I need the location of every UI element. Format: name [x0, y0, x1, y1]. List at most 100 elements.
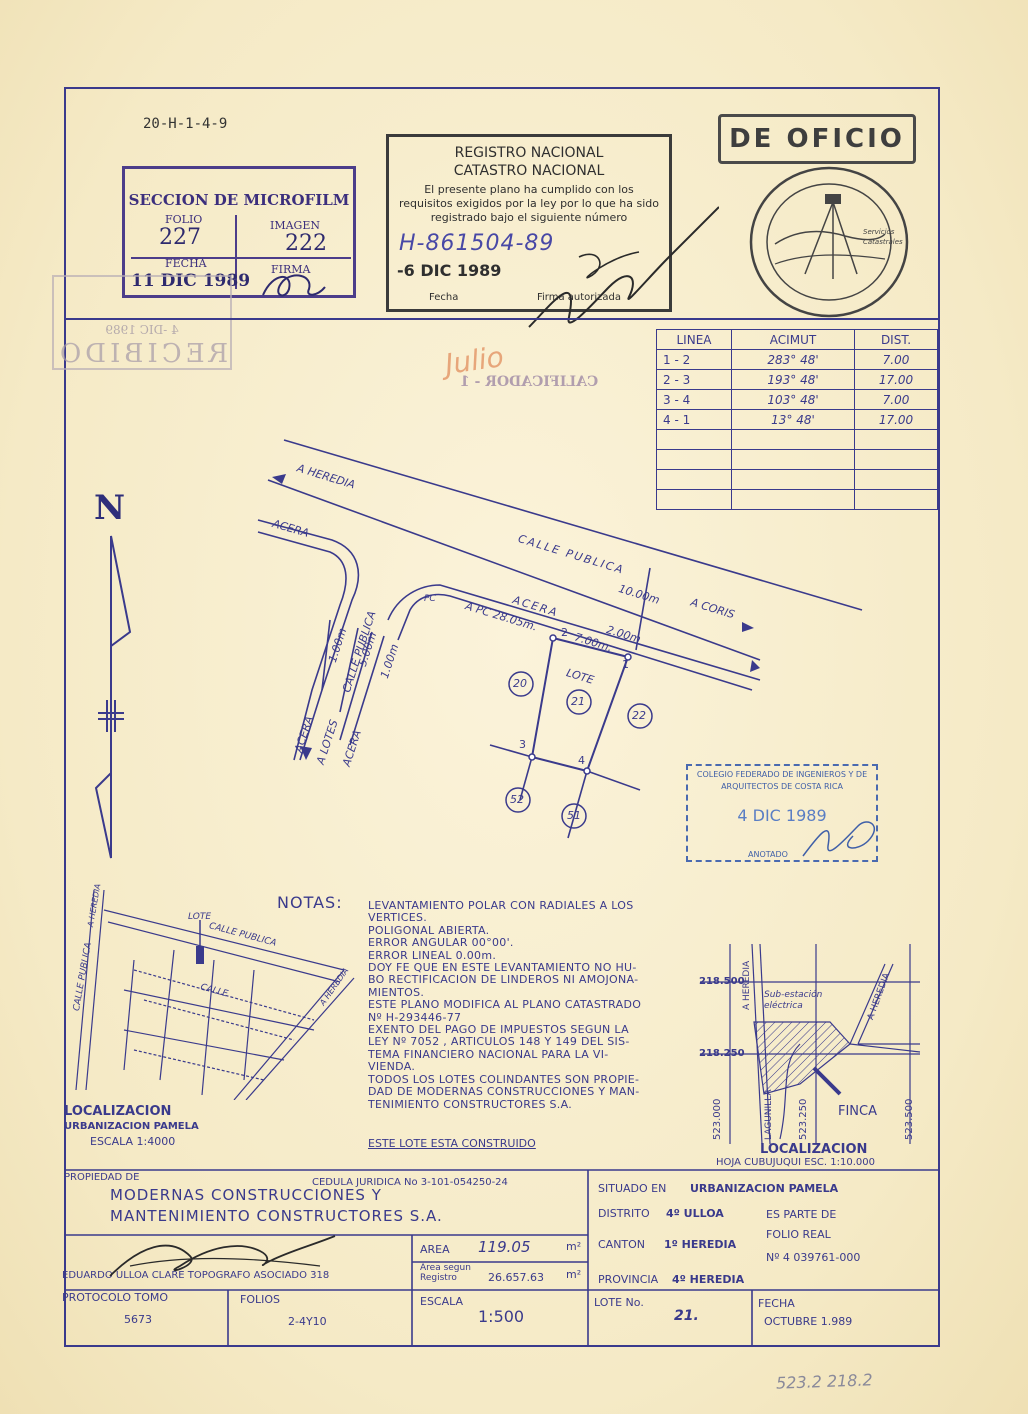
registro-stamp: REGISTRO NACIONAL CATASTRO NACIONAL El p…: [386, 134, 719, 328]
microfilm-stamp: SECCION DE MICROFILM FOLIO 227 IMAGEN 22…: [122, 166, 356, 298]
lot-circle-21: [566, 689, 592, 715]
colegio-line2: ARQUITECTOS DE COSTA RICA: [721, 782, 843, 791]
surveyor-signature: [109, 1235, 336, 1277]
tb-owner-1: MODERNAS CONSTRUCCIONES Y: [110, 1186, 382, 1204]
bearing-table: LINEA ACIMUT DIST. 1 - 2 283° 48' 7.00 2…: [656, 329, 938, 510]
tb-owner-2: MANTENIMIENTO CONSTRUCTORES S.A.: [110, 1207, 443, 1225]
registro-firma-label: Firma autorizada: [537, 292, 622, 303]
tb-canton-label: CANTON: [598, 1238, 646, 1251]
nota-line: TODOS LOS LOTES COLINDANTES SON PROPIE-: [368, 1072, 640, 1086]
row-dist: 17.00: [854, 369, 938, 390]
location-map-right: [700, 944, 921, 1144]
lot-number-51: 51: [567, 809, 581, 822]
lot-number-52: 52: [510, 793, 524, 806]
nota-line: ERROR LINEAL 0.00m.: [368, 948, 497, 962]
plan-frame: [64, 87, 940, 1347]
header-dist: DIST.: [854, 329, 938, 350]
microfilm-imagen-label: IMAGEN: [270, 219, 320, 232]
tb-area: 119.05: [478, 1238, 531, 1256]
loc-right-finca: FINCA: [838, 1104, 878, 1119]
table-row: 4 - 1 13° 48' 17.00: [656, 409, 938, 430]
table-row: [656, 429, 938, 450]
loc-right-sheet: HOJA CUBUJUQUI ESC. 1:10.000: [716, 1157, 875, 1168]
nota-line: VERTICES.: [368, 911, 428, 925]
registro-number: H-861504-89: [399, 231, 555, 256]
nota-line: TENIMIENTO CONSTRUCTORES S.A.: [368, 1097, 573, 1111]
nota-line: BO RECTIFICACION DE LINDEROS NI AMOJONA-: [368, 973, 639, 987]
tb-lote-label: LOTE No.: [594, 1296, 644, 1309]
tb-protocolo: 5673: [124, 1313, 152, 1326]
loc-right-coord-2: 218.250: [699, 1048, 745, 1059]
table-row: 3 - 4 103° 48' 7.00: [656, 389, 938, 410]
nota-line: TEMA FINANCIERO NACIONAL PARA LA VI-: [368, 1047, 609, 1061]
colegio-stamp: COLEGIO FEDERADO DE INGENIEROS Y DE ARQU…: [686, 764, 878, 862]
vertex-4: 4: [578, 754, 585, 767]
lot-number-21: 21: [571, 695, 585, 708]
tb-escala-label: ESCALA: [420, 1295, 464, 1308]
tb-canton: 1º HEREDIA: [664, 1238, 737, 1251]
registro-fecha-label: Fecha: [429, 292, 459, 303]
notas-list: LEVANTAMIENTO POLAR CON RADIALES A LOS V…: [368, 899, 708, 1111]
colegio-signature: [802, 821, 875, 857]
tb-lote: 21.: [674, 1308, 699, 1324]
row-dist: [854, 489, 938, 510]
lot-number-20: 20: [513, 677, 527, 690]
tb-area-reg-unit: m²: [566, 1268, 582, 1281]
nota-line: EXENTO DEL PAGO DE IMPUESTOS SEGUN LA: [368, 1023, 629, 1037]
microfilm-fecha: 11 DIC 1989: [131, 271, 251, 291]
tb-distrito-label: DISTRITO: [598, 1207, 650, 1220]
colegio-line1: COLEGIO FEDERADO DE INGENIEROS Y DE: [696, 770, 868, 779]
tb-fecha: OCTUBRE 1.989: [764, 1315, 853, 1328]
loc-left-sub: URBANIZACION PAMELA: [64, 1121, 199, 1132]
vertex-2: 2: [561, 626, 568, 639]
loc-right-coord-1: 218.500: [699, 976, 745, 987]
tb-cedula: CEDULA JURIDICA No 3-101-054250-24: [312, 1177, 508, 1188]
header-divider: [64, 318, 938, 320]
seal-services-text: Servicios: [863, 228, 895, 236]
nota-line: ESTE PLANO MODIFICA AL PLANO CATASTRADO: [368, 998, 642, 1012]
nota-line: POLIGONAL ABIERTA.: [368, 923, 490, 937]
location-map-left: [75, 889, 355, 1100]
nota-line: DOY FE QUE EN ESTE LEVANTAMIENTO NO HU-: [368, 961, 637, 975]
tb-folios: 2-4Y10: [288, 1315, 327, 1328]
tb-situado-label: SITUADO EN: [598, 1182, 667, 1195]
catastro-seal: Servicios Catastrales: [749, 166, 909, 318]
row-acimut: 193° 48': [731, 369, 855, 390]
tb-situado: URBANIZACION PAMELA: [690, 1182, 839, 1195]
tb-area-unit: m²: [566, 1240, 582, 1253]
registro-line2: CATASTRO NACIONAL: [453, 163, 605, 179]
tb-area-label: AREA: [420, 1243, 450, 1256]
table-row: 2 - 3 193° 48' 17.00: [656, 369, 938, 390]
notas-label: NOTAS:: [277, 893, 343, 912]
loc-left-scale: ESCALA 1:4000: [90, 1135, 176, 1148]
microfilm-title: SECCION DE MICROFILM: [128, 191, 350, 209]
table-row: [656, 469, 938, 490]
row-acimut: 13° 48': [731, 409, 855, 430]
row-linea: 1 - 2: [656, 349, 732, 370]
registro-body: El presente plano ha cumplido con los re…: [398, 183, 660, 224]
tb-folios-label: FOLIOS: [240, 1293, 280, 1306]
lot-circle-51: [561, 803, 587, 829]
tb-fecha-label: FECHA: [758, 1297, 795, 1310]
lot-circle-22: [627, 703, 653, 729]
table-row: [656, 489, 938, 510]
tb-area-reg: 26.657.63: [488, 1271, 544, 1284]
microfilm-folio: 227: [159, 225, 201, 250]
registro-date: -6 DIC 1989: [397, 261, 502, 280]
nota-line: LEVANTAMIENTO POLAR CON RADIALES A LOS: [368, 899, 634, 912]
nota-line: VIENDA.: [368, 1060, 416, 1074]
bearing-header: LINEA ACIMUT DIST.: [656, 329, 938, 350]
lote-construido-note: ESTE LOTE ESTA CONSTRUIDO: [368, 1137, 536, 1150]
tb-provincia: 4º HEREDIA: [672, 1273, 745, 1286]
tb-area-reg-label-1: Area segun: [420, 1263, 471, 1273]
tb-surveyor: EDUARDO ULLOA CLARE TOPOGRAFO ASOCIADO 3…: [62, 1270, 330, 1281]
tb-escala: 1:500: [478, 1307, 525, 1326]
registro-signature: [528, 206, 719, 328]
lot-circle-20: [508, 671, 534, 697]
document-code: 20-H-1-4-9: [143, 116, 228, 132]
nota-line: DAD DE MODERNAS CONSTRUCCIONES Y MAN-: [368, 1085, 640, 1099]
microfilm-fecha-label: FECHA: [165, 257, 207, 270]
microfilm-signature: [262, 274, 326, 297]
